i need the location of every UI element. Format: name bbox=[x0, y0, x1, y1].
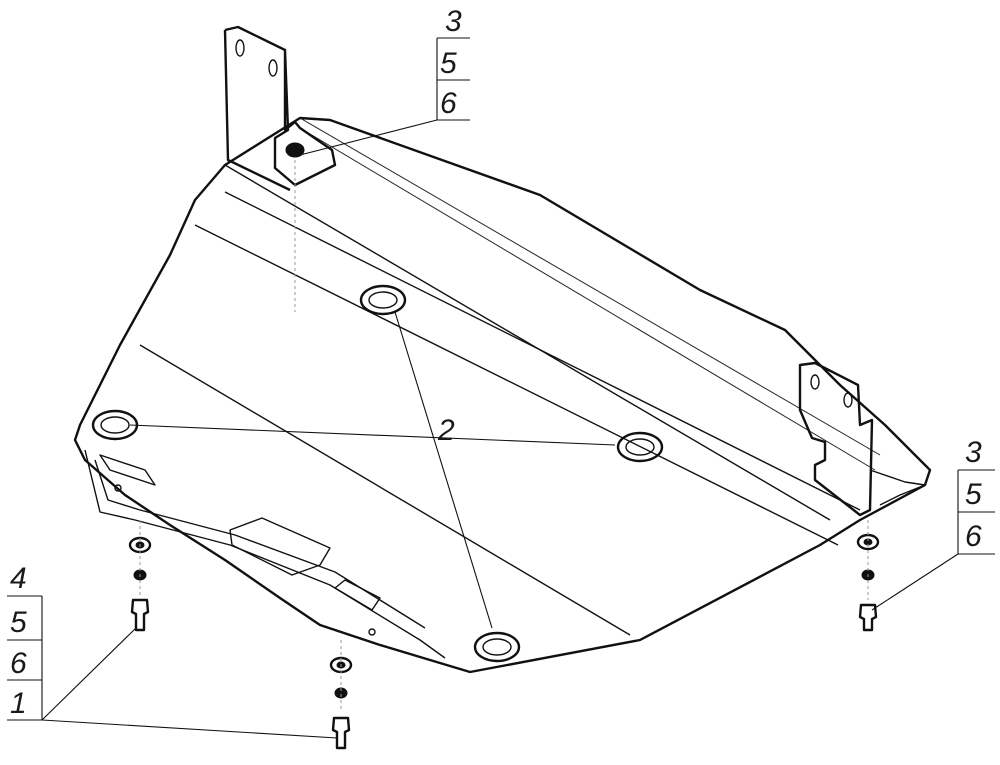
callout-top-5: 5 bbox=[440, 47, 457, 80]
bracket-top-left bbox=[223, 25, 337, 312]
callout-left-4: 4 bbox=[10, 562, 27, 595]
plate-mounting-holes bbox=[91, 284, 664, 663]
fastener-left bbox=[128, 520, 152, 632]
callout-left-6: 6 bbox=[10, 647, 27, 680]
fastener-right bbox=[856, 520, 880, 632]
fastener-bottom bbox=[329, 640, 353, 750]
callout-top: 3 5 6 bbox=[299, 5, 470, 156]
leader-lines-2 bbox=[129, 311, 616, 629]
callout-top-3: 3 bbox=[445, 5, 462, 38]
callout-right: 3 5 6 bbox=[871, 436, 995, 611]
callout-right-5: 5 bbox=[965, 478, 982, 511]
callout-right-3: 3 bbox=[965, 436, 982, 469]
callout-left: 4 5 6 1 bbox=[7, 562, 338, 739]
callout-left-5: 5 bbox=[10, 606, 27, 639]
bracket-right bbox=[798, 361, 874, 517]
skid-plate bbox=[73, 116, 932, 674]
callout-left-1: 1 bbox=[10, 687, 27, 720]
callout-center-2: 2 bbox=[437, 414, 455, 447]
callout-right-6: 6 bbox=[965, 520, 982, 553]
callout-top-6: 6 bbox=[440, 87, 457, 120]
